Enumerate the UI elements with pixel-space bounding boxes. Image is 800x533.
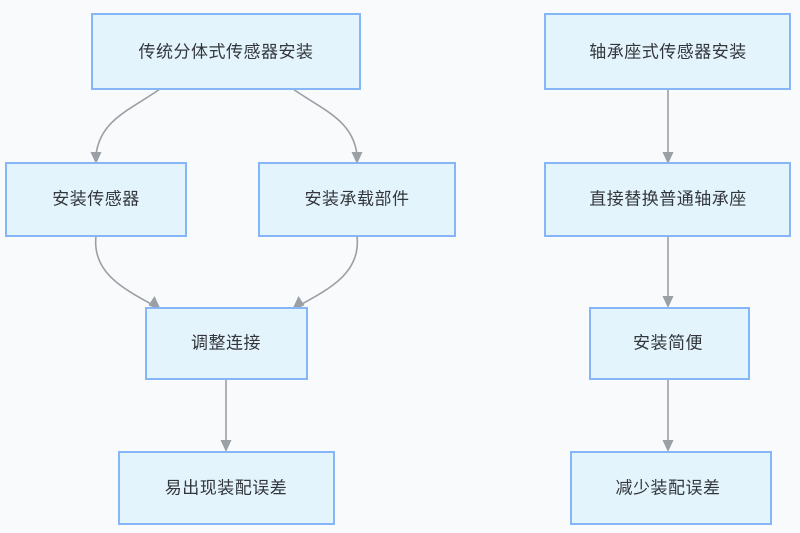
node-adjust-connection[interactable]: 调整连接 xyxy=(145,307,308,380)
node-label: 安装简便 xyxy=(633,333,703,352)
node-direct-replace-bearing-seat[interactable]: 直接替换普通轴承座 xyxy=(544,162,791,237)
node-box[interactable] xyxy=(118,451,335,525)
node-box[interactable] xyxy=(544,13,791,90)
arrowhead-icon xyxy=(351,152,363,164)
node-box[interactable] xyxy=(589,307,750,380)
node-label: 传统分体式传感器安装 xyxy=(139,42,314,61)
edge-path xyxy=(95,88,161,156)
node-traditional-sensor-install[interactable]: 传统分体式传感器安装 xyxy=(91,13,361,90)
arrowhead-icon xyxy=(148,296,161,310)
node-label: 安装承载部件 xyxy=(305,189,410,208)
node-assembly-error-prone[interactable]: 易出现装配误差 xyxy=(118,451,335,525)
node-label: 易出现装配误差 xyxy=(165,478,288,497)
edge-bearing-to-replace xyxy=(662,89,674,164)
arrowhead-icon xyxy=(662,440,674,452)
node-box[interactable] xyxy=(145,307,308,380)
arrowhead-icon xyxy=(662,152,674,164)
edge-simple-to-less-error xyxy=(662,379,674,452)
node-install-sensor[interactable]: 安装传感器 xyxy=(5,162,187,237)
arrowhead-icon xyxy=(662,296,674,308)
edge-traditional-to-install-carrier xyxy=(292,88,363,164)
node-install-carrier-part[interactable]: 安装承载部件 xyxy=(258,162,456,237)
node-label: 安装传感器 xyxy=(52,189,140,208)
edge-traditional-to-install-sensor xyxy=(90,88,161,164)
node-easy-installation[interactable]: 安装简便 xyxy=(589,307,750,380)
node-box[interactable] xyxy=(544,162,791,237)
arrowhead-icon xyxy=(220,440,232,452)
node-box[interactable] xyxy=(5,162,187,237)
node-reduced-assembly-error[interactable]: 减少装配误差 xyxy=(570,451,772,525)
edge-replace-to-simple xyxy=(662,236,674,308)
edge-path xyxy=(292,88,358,156)
edge-path xyxy=(94,235,154,306)
node-label: 调整连接 xyxy=(191,333,261,352)
node-box[interactable] xyxy=(91,13,361,90)
arrowhead-icon xyxy=(90,152,102,164)
node-box[interactable] xyxy=(570,451,772,525)
node-label: 减少装配误差 xyxy=(616,478,721,497)
node-label: 轴承座式传感器安装 xyxy=(589,42,747,61)
node-label: 直接替换普通轴承座 xyxy=(589,189,747,208)
edge-adjust-to-error xyxy=(220,379,232,452)
node-layer: 传统分体式传感器安装 安装传感器 安装承载部件 调整连接 易出现装配误差 xyxy=(5,13,791,525)
edge-layer xyxy=(90,88,674,452)
node-box[interactable] xyxy=(258,162,456,237)
edge-path xyxy=(299,235,359,306)
edge-install-carrier-to-adjust xyxy=(292,235,359,310)
node-bearing-seat-sensor-install[interactable]: 轴承座式传感器安装 xyxy=(544,13,791,90)
edge-install-sensor-to-adjust xyxy=(94,235,161,310)
arrowhead-icon xyxy=(292,296,305,310)
